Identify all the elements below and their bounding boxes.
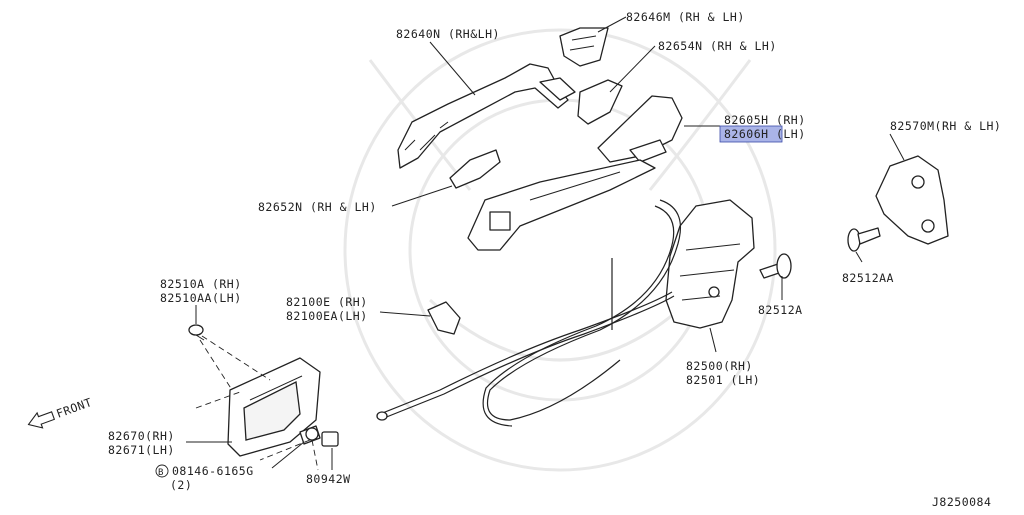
- label-striker[interactable]: 82570M(RH & LH): [890, 119, 1001, 133]
- handle-bracket-part[interactable]: [597, 95, 683, 163]
- label-rear-gasket[interactable]: 82652N (RH & LH): [258, 200, 377, 214]
- label-lock-lh[interactable]: 82501 (LH): [686, 373, 760, 387]
- label-clip-lh[interactable]: 82100EA(LH): [286, 309, 368, 323]
- label-handle-bolt-rh[interactable]: 82510A (RH): [160, 277, 242, 291]
- bolt-part[interactable]: [299, 425, 321, 445]
- front-indicator: FRONT: [27, 395, 94, 429]
- label-clip-rh[interactable]: 82100E (RH): [286, 295, 368, 309]
- lock-screw-part[interactable]: [759, 253, 792, 279]
- label-escutcheon[interactable]: 82646M (RH & LH): [626, 10, 745, 24]
- front-arrow-icon: [27, 411, 56, 429]
- label-bracket-rh[interactable]: 82605H (RH): [724, 113, 806, 127]
- striker-part[interactable]: [875, 155, 949, 245]
- label-lock-screw[interactable]: 82512A: [758, 303, 803, 317]
- label-bracket-lh[interactable]: 82606H (LH): [724, 127, 806, 141]
- reinforcement-bracket-part[interactable]: [467, 159, 656, 251]
- label-bolt-number: 08146-6165G: [172, 464, 254, 478]
- label-bolt-group[interactable]: B 08146-6165G (2): [155, 464, 254, 492]
- label-outside-handle[interactable]: 82640N (RH&LH): [396, 27, 500, 41]
- leader-lines: [186, 16, 905, 471]
- front-label: FRONT: [54, 395, 94, 421]
- label-bolt-qty: (2): [170, 478, 192, 492]
- inside-handle-bolt-part[interactable]: [188, 324, 205, 341]
- inside-handle-part[interactable]: [227, 357, 321, 457]
- label-grommet[interactable]: 80942W: [306, 472, 351, 486]
- bolt-symbol-letter: B: [158, 468, 164, 478]
- label-inside-handle-rh[interactable]: 82670(RH): [108, 429, 175, 443]
- outside-handle-part[interactable]: [397, 63, 576, 169]
- cable-assembly: [376, 199, 682, 427]
- cable-clip-part[interactable]: [427, 301, 461, 335]
- label-inside-handle-lh[interactable]: 82671(LH): [108, 443, 175, 457]
- escutcheon-part[interactable]: [559, 27, 609, 67]
- part-labels: 82640N (RH&LH) 82646M (RH & LH) 82654N (…: [108, 10, 1001, 492]
- door-lock-actuator-part[interactable]: [665, 199, 755, 329]
- bolt-symbol-circle: [155, 464, 169, 478]
- label-striker-screw[interactable]: 82512AA: [842, 271, 894, 285]
- grommet-part[interactable]: [321, 431, 339, 447]
- part-highlight: [719, 125, 783, 143]
- label-lock-rh[interactable]: 82500(RH): [686, 359, 753, 373]
- label-handle-gasket[interactable]: 82654N (RH & LH): [658, 39, 777, 53]
- label-handle-bolt-lh[interactable]: 82510AA(LH): [160, 291, 242, 305]
- rear-gasket-part[interactable]: [449, 149, 501, 189]
- diagram-code: J8250084: [932, 495, 991, 509]
- striker-screw-part[interactable]: [847, 227, 881, 252]
